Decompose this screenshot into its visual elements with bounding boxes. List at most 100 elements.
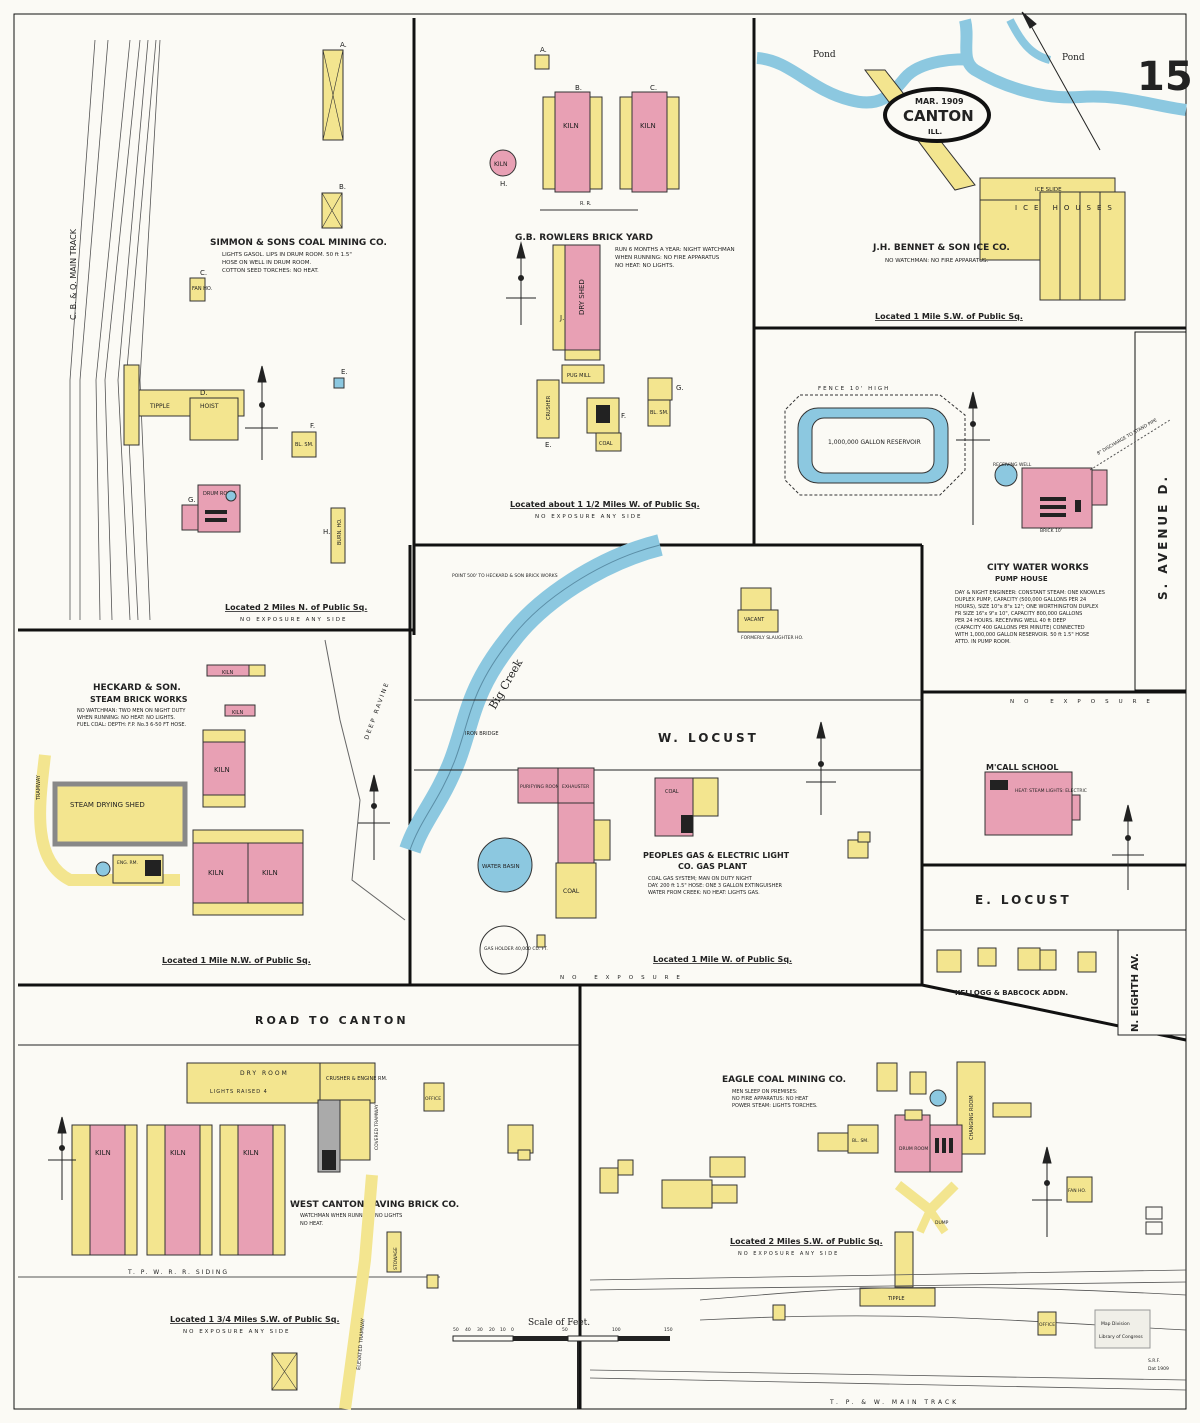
reservoir-fence xyxy=(784,394,966,496)
rowlers-location: Located about 1 1/2 Miles W. of Public S… xyxy=(510,500,700,509)
loc-stamp xyxy=(1094,1309,1151,1349)
title-cartouche xyxy=(883,87,991,143)
heckard-note-3: FUEL COAL: DEPTH: F.P. No.3 6-50 FT HOSE… xyxy=(77,722,187,728)
corner-date: Dat 1909 xyxy=(1148,1366,1169,1372)
letter-e: E. xyxy=(341,368,348,376)
bennet-location: Located 1 Mile S.W. of Public Sq. xyxy=(875,312,1023,321)
letter-h: H. xyxy=(323,528,330,536)
tramway xyxy=(34,754,180,886)
panel-borders xyxy=(13,13,1187,1410)
drum-label: DRUM ROOM xyxy=(203,491,236,497)
heckard-well xyxy=(95,861,111,877)
ice-houses-label: ICE HOUSES xyxy=(1015,204,1118,212)
ww-note-4: FR SIZE 16"x 9"x 10", CAPACITY 800,000 G… xyxy=(955,611,1082,617)
gas-note-3: WATER FROM CREEK: NO HEAT: LIGHTS GAS. xyxy=(648,890,760,896)
e-locust-label: E. LOCUST xyxy=(975,893,1072,907)
kiln-c2-label-b: KILN xyxy=(262,869,278,877)
rowlers-exposure: NO EXPOSURE ANY SIDE xyxy=(535,514,642,520)
north-arrow-6 xyxy=(806,721,836,815)
dump-label: DUMP xyxy=(935,1220,949,1226)
stamp-line-2: Library of Congress xyxy=(1099,1334,1143,1340)
kiln-b xyxy=(554,91,591,193)
ravine-label: DEEP RAVINE xyxy=(363,680,391,740)
rowlers-letter-f: F. xyxy=(621,412,626,420)
kiln-c2-label: KILN xyxy=(208,869,224,877)
gasplant-title: PEOPLES GAS & ELECTRIC LIGHT xyxy=(643,851,790,860)
ww-note-7: WITH 1,000,000 GALLON RESERVOIR. 50 ft 1… xyxy=(955,632,1089,638)
bennet-note: NO WATCHMAN: NO FIRE APPARATUS. xyxy=(885,258,989,264)
fan-house xyxy=(189,277,206,302)
pond-right-label: Pond xyxy=(1062,53,1085,63)
ww-note-6: (CAPACITY 400 GALLONS PER MINUTE) CONNEC… xyxy=(955,625,1085,631)
simmon-exposure: NO EXPOSURE ANY SIDE xyxy=(240,617,347,623)
w-locust-label: W. LOCUST xyxy=(658,731,759,745)
eagle-note-1: MEN SLEEP ON PREMISES: xyxy=(732,1089,798,1095)
crusher-label: CRUSHER xyxy=(546,395,552,420)
simmon-location: Located 2 Miles N. of Public Sq. xyxy=(225,603,367,612)
well-label: RECEIVING WELL xyxy=(993,462,1032,468)
hoist-label: HOIST xyxy=(200,403,219,410)
steam-drying-shed xyxy=(52,781,188,847)
school-heat: HEAT: STEAM LIGHTS: ELECTRIC xyxy=(1015,788,1087,794)
letter-g: G. xyxy=(188,496,196,504)
north-arrow-5 xyxy=(358,774,390,860)
rowlers-building-g xyxy=(647,377,673,401)
panel-heckard: KILN KILN HECKARD & SON. STEAM BRICK WOR… xyxy=(34,639,406,965)
eighth-av-label: N. EIGHTH AV. xyxy=(1130,953,1141,1032)
blacksmith-shop xyxy=(291,431,317,458)
sheet-number: 15 xyxy=(1137,54,1193,100)
sheet-date: MAR. 1909 xyxy=(915,97,964,106)
rowlers-letter-a: A. xyxy=(540,46,547,54)
burn-house xyxy=(330,507,346,564)
ravine-line xyxy=(324,639,406,921)
heckard-subtitle: STEAM BRICK WORKS xyxy=(90,695,188,704)
bl-sm-label: BL. SM. xyxy=(295,442,314,448)
water-tank-g xyxy=(225,490,237,502)
north-arrow-4 xyxy=(956,391,990,525)
covered-tramway-label: COVERED TRAMWAY xyxy=(374,1104,380,1150)
eagle-fan-house xyxy=(1066,1176,1093,1203)
north-arrow-3 xyxy=(1021,11,1101,151)
rowlers-letter-g: G. xyxy=(676,384,684,392)
kiln-b-label2: KILN xyxy=(232,710,244,716)
fence-label: FENCE 10' HIGH xyxy=(818,386,890,392)
corner-initials: S.R.F. xyxy=(1148,1358,1160,1364)
kiln-c xyxy=(631,91,668,193)
north-arrow-7 xyxy=(1112,804,1144,890)
pug-mill xyxy=(561,364,605,384)
panel-gasplant: Big Creek W. LOCUST IRON BRIDGE POINT 50… xyxy=(399,534,922,981)
gasplant-subtitle: CO. GAS PLANT xyxy=(678,862,747,871)
water-basin xyxy=(477,837,533,893)
pond-right xyxy=(959,18,1187,116)
wc-kiln-d xyxy=(164,1124,201,1256)
scale-tick-1: 50 xyxy=(453,1327,459,1333)
purifying-label: PURIFYING ROOM xyxy=(520,784,560,790)
brick-label: BRICK 10' xyxy=(1040,528,1062,534)
scale-tick-4: 20 xyxy=(489,1327,495,1333)
rowlers-blacksmith xyxy=(647,399,671,427)
heckard-note-1: NO WATCHMAN: TWO MEN ON NIGHT DUTY xyxy=(77,708,186,714)
crusher-label-wc: CRUSHER & ENGINE RM. xyxy=(326,1076,388,1082)
wc-kiln-e-label: KILN xyxy=(243,1149,259,1157)
kiln-b2 xyxy=(224,704,256,717)
scale-title: Scale of Feet. xyxy=(528,1318,590,1328)
state-name: ILL. xyxy=(928,128,942,136)
north-arrow-1 xyxy=(245,365,278,460)
letter-b: B. xyxy=(339,183,346,191)
westcanton-exposure: NO EXPOSURE ANY SIDE xyxy=(183,1329,290,1335)
simmon-title: SIMMON & SONS COAL MINING CO. xyxy=(210,238,387,248)
formerly-label: FORMERLY SLAUGHTER HO. xyxy=(741,635,803,641)
elevated-tramway xyxy=(339,1174,378,1410)
north-arrow-9 xyxy=(1032,1146,1062,1237)
kiln-b2-large xyxy=(202,741,246,796)
panel-westcanton: ROAD TO CANTON DRY ROOM LIGHTS RAISED 4 … xyxy=(18,1014,580,1410)
reservoir-label: 1,000,000 GALLON RESERVOIR xyxy=(828,439,921,446)
bennet-title: J.H. BENNET & SON ICE CO. xyxy=(872,243,1010,253)
avenue-d-street xyxy=(1134,331,1187,691)
siding-label: T. P. W. R. R. SIDING xyxy=(127,1269,229,1276)
stowage-label: STOWAGE xyxy=(393,1247,399,1270)
letter-d: D. xyxy=(200,389,208,397)
kiln-row: KILN KILN KILN xyxy=(71,1124,286,1256)
burn-label: BURN. HO. xyxy=(337,518,343,545)
receiving-well xyxy=(994,463,1018,487)
